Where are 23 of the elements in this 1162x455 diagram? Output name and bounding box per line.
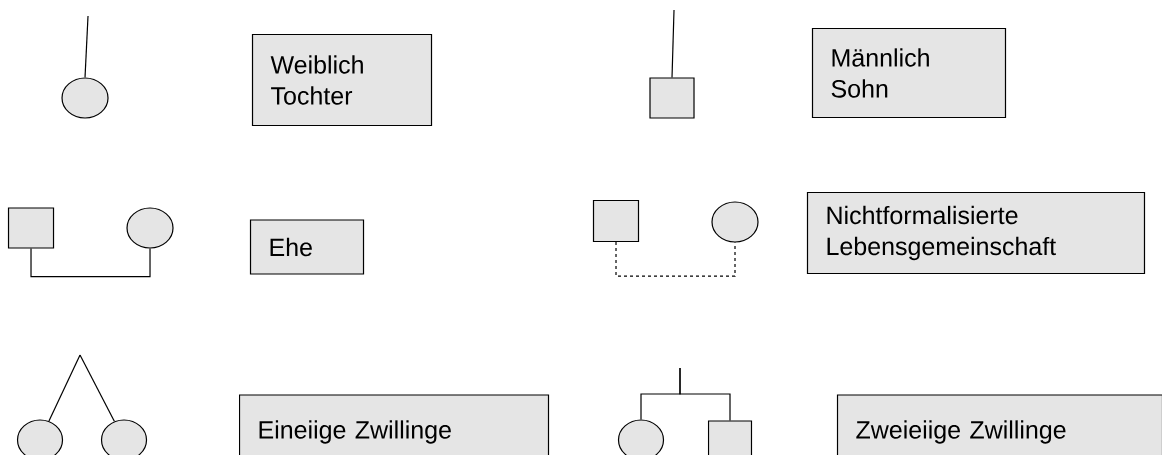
twin-line	[48, 354, 81, 422]
pedigree-line	[84, 15, 89, 78]
text-box: Eineiige Zwillinge	[238, 394, 550, 455]
circle-symbol	[617, 419, 665, 455]
text-box: Weiblich Tochter	[251, 33, 433, 127]
text-box: Zweieiige Zwillinge	[836, 394, 1162, 455]
square-symbol	[592, 199, 640, 243]
twin-line	[79, 354, 115, 422]
text-box: Männlich Sohn	[811, 27, 1007, 119]
circle-symbol	[711, 201, 759, 243]
square-symbol	[7, 207, 55, 249]
circle-symbol	[126, 207, 174, 249]
partnership-line	[615, 241, 736, 277]
square-symbol	[707, 420, 753, 455]
text-box: Nichtformalisierte Lebensgemeinschaft	[806, 191, 1146, 275]
square-symbol	[649, 77, 695, 119]
partnership-line	[30, 248, 151, 278]
circle-symbol	[61, 77, 109, 119]
text-box: Ehe	[249, 219, 365, 275]
circle-symbol	[16, 419, 64, 455]
sibling-line	[679, 367, 731, 421]
pedigree-line	[671, 9, 675, 78]
circle-symbol	[100, 419, 148, 455]
